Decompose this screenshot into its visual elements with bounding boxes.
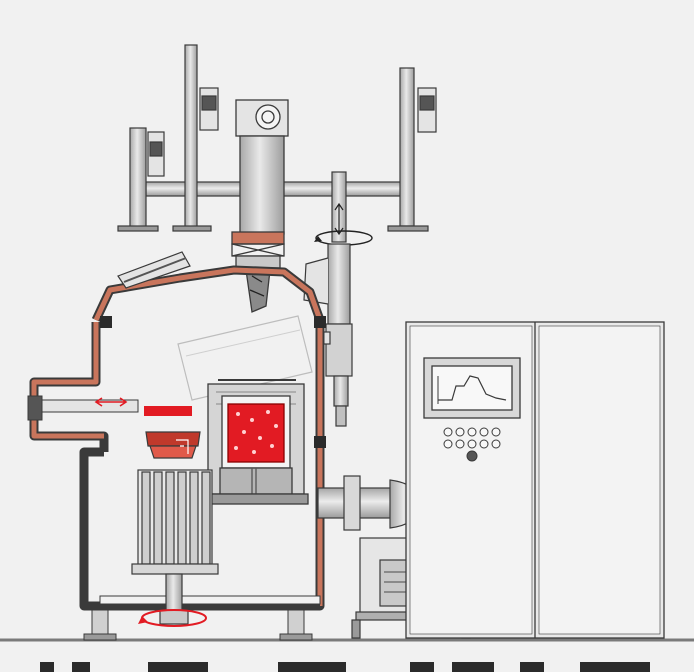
- control-cabinet: [405, 321, 665, 639]
- support-frame: [117, 44, 437, 232]
- mold-heater: [131, 431, 219, 625]
- drive-motor-icon: [147, 87, 437, 177]
- display-icon: [423, 357, 521, 419]
- vacuum-chamber: [27, 251, 326, 641]
- floor: [0, 638, 694, 672]
- control-buttons: [443, 427, 501, 462]
- bottom-rotation-arrow: [138, 609, 207, 627]
- melt-bubbles: [234, 410, 278, 454]
- overhead-drive: [231, 99, 289, 313]
- induction-crucible: [203, 379, 309, 505]
